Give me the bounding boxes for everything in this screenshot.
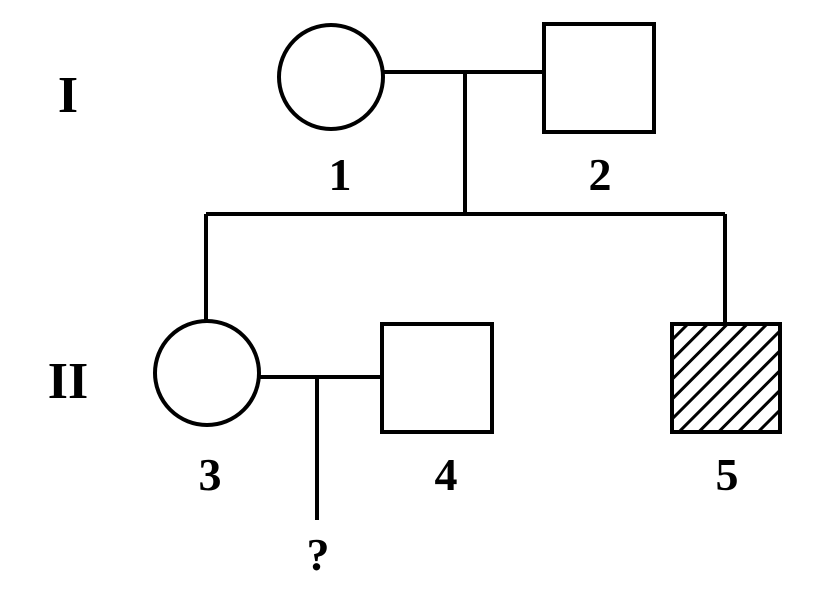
individual-5-affected-male-symbol [670,322,782,434]
individual-1-label: 1 [329,149,352,200]
individual-5-label: 5 [716,449,739,500]
unknown-offspring-label: ? [307,529,330,580]
individual-2-male-symbol [542,22,656,134]
individual-4-male-symbol [380,322,494,434]
individual-3-female-symbol [153,319,261,427]
individual-1-female-symbol [277,23,385,131]
generation-label-2: II [48,353,88,410]
individual-2-label: 2 [589,149,612,200]
individual-4-label: 4 [435,449,458,500]
individual-3-label: 3 [199,449,222,500]
generation-label-1: I [58,67,78,124]
